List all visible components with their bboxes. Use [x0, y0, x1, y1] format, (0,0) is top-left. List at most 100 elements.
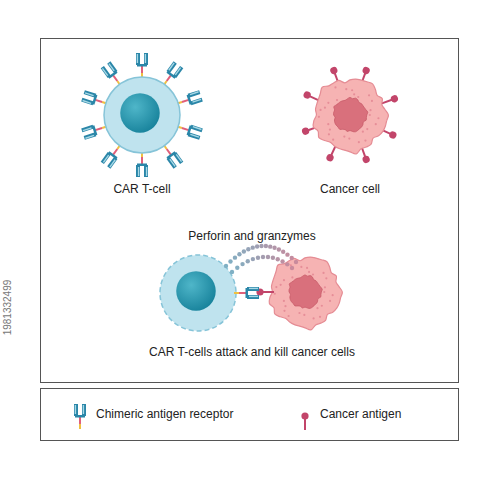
receptor-arm	[144, 165, 148, 177]
cytoplasm-speck	[283, 310, 285, 312]
perforin-granzyme-dot	[285, 262, 289, 266]
nucleus	[334, 97, 368, 131]
perforin-granzyme-dot	[251, 245, 255, 249]
receptor-stalk	[141, 66, 143, 73]
receptor-stalk	[182, 99, 189, 103]
perforin-granzyme-dot	[246, 259, 250, 263]
receptor-arm	[81, 98, 94, 106]
antigen-head	[362, 155, 371, 164]
receptor-arm-highlight	[193, 126, 202, 130]
cytoplasm-speck	[318, 116, 320, 118]
perforin-granzyme-dot	[276, 257, 280, 261]
receptor-anchor	[79, 424, 81, 429]
cell-label: Cancer cell	[285, 182, 415, 197]
receptor-arm-highlight	[138, 167, 139, 176]
cytoplasm-speck	[324, 107, 326, 109]
receptor-arm	[190, 125, 203, 133]
receptor-arm	[144, 53, 148, 65]
receptor-arm-highlight	[168, 63, 174, 71]
receptor-stalk	[95, 127, 102, 131]
perforin-granzyme-dot	[255, 244, 259, 248]
antigen-head	[388, 130, 398, 140]
cytoplasm-speck	[288, 315, 290, 317]
receptor-arm-highlight	[83, 405, 84, 414]
perforin-granzyme-dot	[230, 270, 234, 274]
legend-entry: Cancer antigen	[320, 407, 401, 422]
caption-label: CAR T-cells attack and kill cancer cells	[92, 345, 412, 360]
perforin-granzyme-dot	[281, 250, 285, 254]
receptor-arm-highlight	[249, 296, 258, 297]
cytoplasm-speck	[366, 128, 368, 130]
cytoplasm-speck	[362, 131, 364, 133]
receptor-arm-highlight	[103, 155, 109, 163]
perforin-granzyme-dot	[259, 244, 263, 248]
cytoplasm-speck	[323, 291, 325, 293]
cytoplasm-speck	[345, 88, 347, 90]
perforin-granzyme-dot	[290, 256, 294, 260]
receptor-arm	[188, 90, 201, 98]
cytoplasm-speck	[319, 109, 321, 111]
receptor-arm	[188, 132, 201, 140]
nucleus	[289, 275, 322, 309]
antigen-head	[325, 153, 335, 163]
receptor-arm-highlight	[146, 167, 147, 176]
cytoplasm-speck	[303, 314, 305, 316]
cytoplasm-speck	[336, 99, 338, 101]
cytoplasm-speck	[368, 94, 370, 96]
nucleus	[176, 271, 216, 311]
cytoplasm-speck	[371, 100, 373, 102]
cancer-cell	[269, 257, 342, 330]
cytoplasm-speck	[324, 286, 326, 288]
receptor-arm-highlight	[102, 68, 108, 76]
receptor-arm-highlight	[190, 134, 199, 138]
nucleus	[120, 93, 160, 133]
perforin-granzyme-dot	[277, 247, 281, 251]
perforin-granzyme-dot	[261, 255, 265, 259]
receptor-arm-highlight	[169, 159, 175, 167]
cytoplasm-speck	[284, 305, 286, 307]
receptor-arm-highlight	[137, 54, 138, 63]
cytoplasm-speck	[375, 123, 377, 125]
cytoplasm-speck	[369, 109, 371, 111]
receptor-arm	[190, 98, 203, 106]
receptor-arm-highlight	[85, 92, 94, 96]
legend-icons	[74, 404, 309, 430]
cytoplasm-speck	[327, 102, 329, 104]
receptor-arm-highlight	[249, 288, 258, 289]
cell-membrane	[269, 257, 342, 330]
main-frame	[41, 39, 459, 383]
cytoplasm-speck	[351, 89, 353, 91]
receptor-arm	[107, 61, 117, 73]
cytoplasm-speck	[280, 284, 282, 286]
perforin-granzyme-dot	[240, 262, 244, 266]
legend-frame	[41, 389, 459, 441]
attack-illustration	[160, 244, 342, 331]
receptor-arm-highlight	[190, 91, 199, 95]
cytoplasm-speck	[369, 114, 371, 116]
cytoplasm-speck	[325, 277, 327, 279]
cytoplasm-speck	[319, 316, 321, 318]
receptor-arm-highlight	[108, 63, 114, 71]
cytoplasm-speck	[329, 129, 331, 131]
cytoplasm-speck	[283, 300, 285, 302]
receptor-arm	[247, 287, 259, 291]
perforin-granzyme-dot	[268, 244, 272, 248]
t-cell	[160, 255, 236, 331]
receptor-stalk	[79, 417, 81, 424]
antigen-head	[301, 127, 310, 136]
cytoplasm-speck	[377, 117, 379, 119]
perforin-granzyme-dot	[285, 252, 289, 256]
cytoplasm-speck	[364, 139, 366, 141]
receptor-arm	[136, 165, 140, 177]
receptor-arm	[101, 66, 111, 78]
cytoplasm-speck	[357, 96, 359, 98]
cell-shape	[77, 50, 207, 200]
perforin-granzyme-dot	[266, 255, 270, 259]
cytoplasm-speck	[312, 273, 314, 275]
cytoplasm-speck	[332, 139, 334, 141]
perforin-granzyme-dot	[256, 255, 260, 259]
cytoplasm-speck	[274, 293, 276, 295]
cytoplasm-speck	[291, 276, 293, 278]
receptor-arm	[167, 157, 177, 169]
cytoplasm-speck	[283, 279, 285, 281]
